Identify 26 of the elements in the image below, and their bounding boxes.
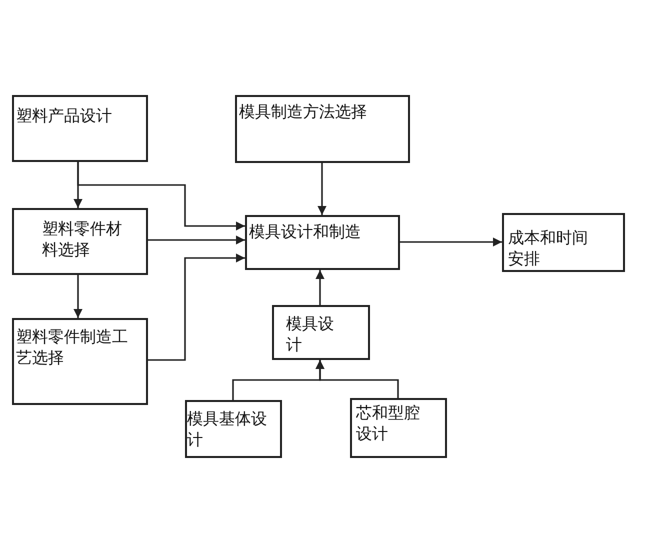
box-label: 塑料零件材料选择 [42,218,123,260]
box-label: 成本和时间安排 [508,227,589,269]
arrow [318,163,326,215]
process-box [272,305,370,360]
box-label: 塑料产品设计 [16,105,113,126]
process-box [12,208,148,275]
box-label: 模具基体设计 [187,408,268,450]
process-box [12,318,148,405]
process-box [235,95,410,163]
process-box [502,213,625,272]
arrow [316,270,324,305]
arrow [148,236,245,244]
box-label: 模具设计 [286,313,335,355]
process-box [12,95,148,162]
box-label: 芯和型腔设计 [356,402,421,444]
arrow [74,275,82,318]
box-label: 塑料零件制造工艺选择 [16,326,129,368]
process-box [245,215,400,270]
process-box [185,400,282,458]
arrow [316,360,399,398]
arrow [400,238,502,246]
process-box [350,398,447,458]
arrow [148,254,245,361]
box-label: 模具制造方法选择 [239,101,368,122]
arrow [77,162,245,230]
box-label: 模具设计和制造 [249,221,362,242]
